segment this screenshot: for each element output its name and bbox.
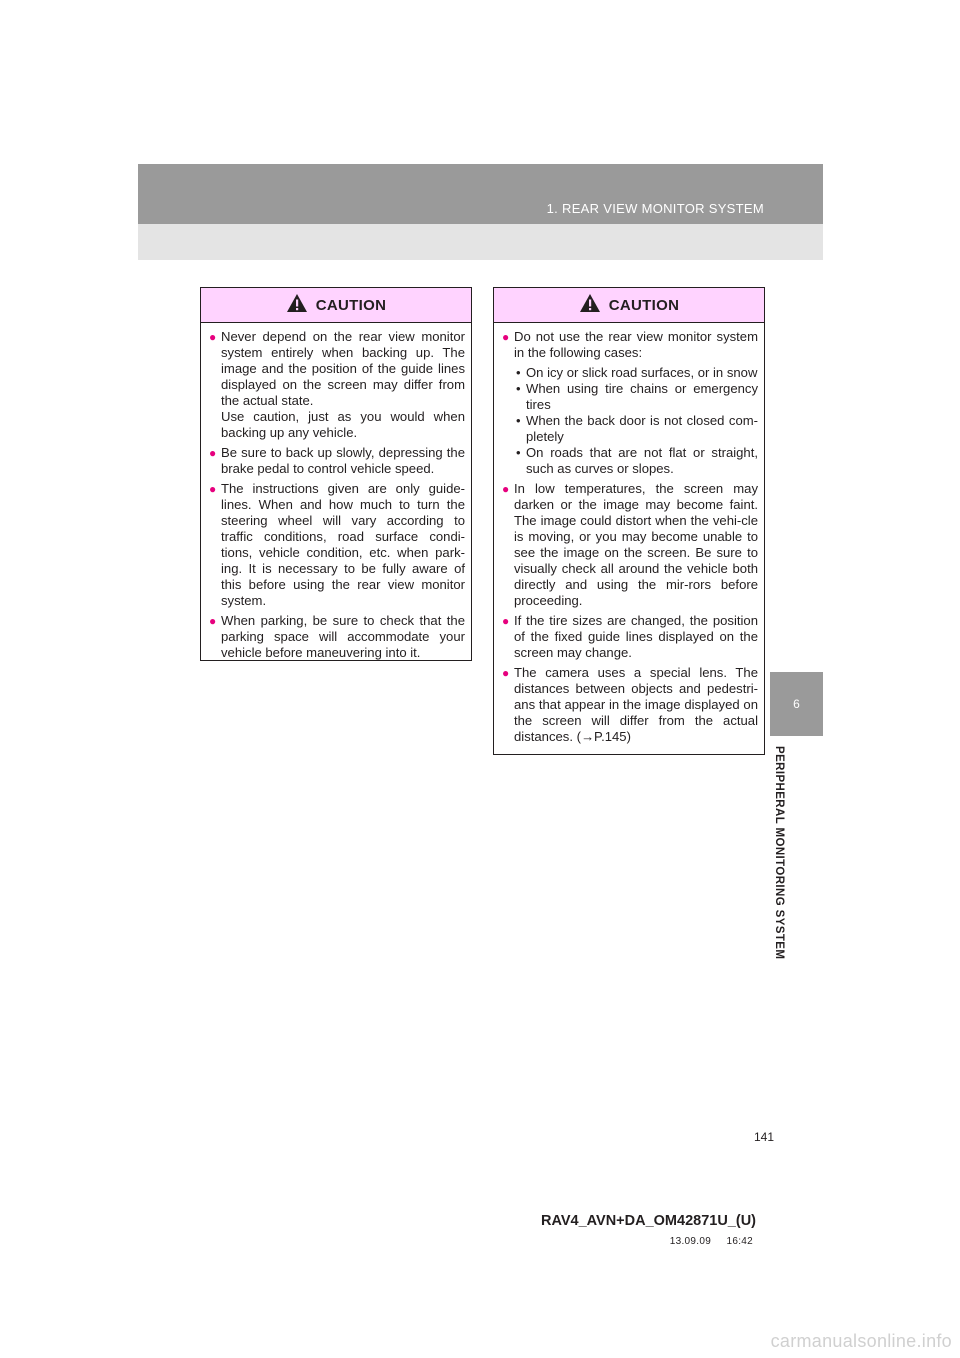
caution-item-text: If the tire sizes are changed, the posit… — [514, 613, 758, 660]
caution-item: ● Never depend on the rear view monitor … — [209, 329, 465, 441]
document-timestamp: 13.09.09 16:42 — [669, 1236, 753, 1247]
caution-item: ● Do not use the rear view monitor syste… — [502, 329, 758, 477]
header-subband — [138, 224, 823, 260]
chapter-label: PERIPHERAL MONITORING SYSTEM — [773, 746, 785, 960]
header-band — [138, 164, 823, 224]
sub-item-text: When using tire chains or emergency tire… — [526, 381, 758, 412]
sub-list-item: • When using tire chains or emergency tir… — [514, 381, 758, 413]
sub-item-text: On roads that are not flat or straight, … — [526, 445, 758, 476]
bullet-icon: ● — [209, 482, 217, 496]
caution-item: ● The instructions given are only guide-… — [209, 481, 465, 609]
sub-list-item: • When the back door is not closed com-pl… — [514, 413, 758, 445]
caution-item: ● If the tire sizes are changed, the pos… — [502, 613, 758, 661]
caution-header: CAUTION — [494, 288, 764, 323]
document-code: RAV4_AVN+DA_OM42871U_(U) — [540, 1213, 756, 1229]
dot-icon: • — [516, 413, 521, 428]
dot-icon: • — [516, 445, 521, 460]
caution-item: ● When parking, be sure to check that th… — [209, 613, 465, 661]
page-number: 141 — [753, 1130, 774, 1144]
caution-item-text: Never depend on the rear view monitor sy… — [221, 329, 465, 408]
dot-icon: • — [516, 365, 521, 380]
bullet-icon: ● — [502, 330, 510, 344]
chapter-tab: 6 — [770, 672, 823, 736]
caution-item-text: In low temperatures, the screen may dark… — [514, 481, 758, 608]
warning-triangle-icon — [286, 294, 307, 312]
sub-item-text: When the back door is not closed com-ple… — [526, 413, 758, 444]
caution-title: CAUTION — [608, 296, 680, 314]
caution-item-text: The camera uses a special lens. The dist… — [514, 665, 758, 744]
sub-list-item: • On icy or slick road surfaces, or in sn… — [514, 365, 758, 381]
caution-item-text: Be sure to back up slowly, depressing th… — [221, 445, 465, 476]
caution-item: ● The camera uses a special lens. The di… — [502, 665, 758, 745]
caution-item-text: Do not use the rear view monitor system … — [514, 329, 758, 360]
sub-list: • On icy or slick road surfaces, or in sn… — [514, 365, 758, 477]
dot-icon: • — [516, 381, 521, 396]
chapter-side-label: PERIPHERAL MONITORING SYSTEM — [773, 746, 787, 976]
bullet-icon: ● — [502, 614, 510, 628]
caution-body: ● Never depend on the rear view monitor … — [201, 323, 471, 673]
bullet-icon: ● — [209, 330, 217, 344]
bullet-icon: ● — [502, 666, 510, 680]
caution-item-text: When parking, be sure to check that the … — [221, 613, 465, 660]
section-title: 1. REAR VIEW MONITOR SYSTEM — [546, 201, 764, 216]
caution-item-text: The instructions given are only guide-li… — [221, 481, 465, 608]
warning-triangle-icon — [579, 294, 600, 312]
caution-body: ● Do not use the rear view monitor syste… — [494, 323, 764, 757]
caution-title: CAUTION — [315, 296, 387, 314]
sub-item-text: On icy or slick road surfaces, or in sno… — [526, 365, 758, 380]
watermark: carmanualsonline.info — [770, 1331, 952, 1351]
caution-item-text: Use caution, just as you would when back… — [221, 409, 465, 440]
caution-header: CAUTION — [201, 288, 471, 323]
chapter-number: 6 — [793, 697, 800, 711]
bullet-icon: ● — [502, 482, 510, 496]
caution-box-right: CAUTION ● Do not use the rear view monit… — [493, 287, 765, 755]
bullet-icon: ● — [209, 446, 217, 460]
sub-list-item: • On roads that are not flat or straight,… — [514, 445, 758, 477]
caution-box-left: CAUTION ● Never depend on the rear view … — [200, 287, 472, 661]
caution-item: ● Be sure to back up slowly, depressing … — [209, 445, 465, 477]
caution-item: ● In low temperatures, the screen may da… — [502, 481, 758, 609]
bullet-icon: ● — [209, 614, 217, 628]
